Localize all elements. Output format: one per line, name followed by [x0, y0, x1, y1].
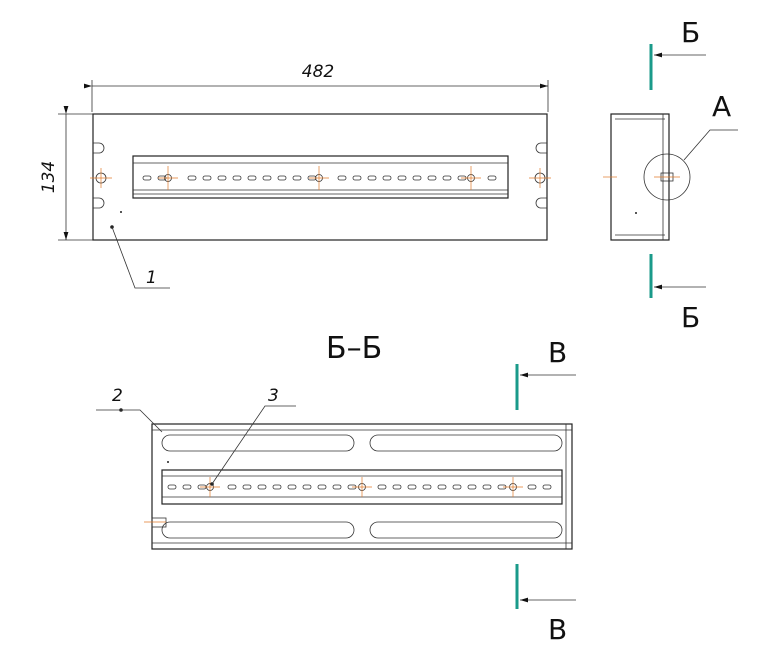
rail-perforation — [367, 175, 377, 181]
front-view: 482 134 — [39, 62, 551, 289]
rail-screw-2 — [309, 166, 329, 190]
base-plate-outline — [151, 423, 573, 550]
rail-perforation — [427, 175, 437, 181]
rail-perforation — [412, 175, 422, 181]
section-view: Б–Б В В — [96, 331, 576, 645]
rail-perforation — [262, 175, 272, 181]
rail-perforation — [247, 175, 257, 181]
section-v-bottom-label: В — [548, 613, 567, 645]
rail-perforation — [272, 484, 282, 490]
slot-top-left — [161, 434, 355, 452]
slot-top-right — [369, 434, 563, 452]
section-b-top-label: Б — [681, 16, 700, 49]
rail-perforation — [277, 175, 287, 181]
rail-perforation — [377, 484, 387, 490]
rail-perforation — [542, 484, 552, 490]
rail-perforation — [167, 484, 177, 490]
width-dimension-label: 482 — [302, 62, 334, 82]
callout-3-label: 3 — [268, 386, 279, 406]
rail-perforation — [227, 484, 237, 490]
rail-perforation — [292, 175, 302, 181]
callout-1-leader — [111, 226, 170, 289]
rail-perforation — [257, 484, 267, 490]
slot-bottom-left — [161, 521, 355, 539]
section-title: Б–Б — [326, 331, 382, 366]
rail-perforation — [382, 175, 392, 181]
rail-perforation — [302, 484, 312, 490]
rail-perforation — [482, 484, 492, 490]
rail-perforation — [217, 175, 227, 181]
rail-perforation — [202, 175, 212, 181]
rail-perforation — [182, 484, 192, 490]
rail-perforation — [467, 484, 477, 490]
section-b-bottom-label: Б — [681, 301, 700, 334]
rail-perforation — [287, 484, 297, 490]
side-view: А Б Б — [603, 16, 738, 334]
rail-perforation — [487, 175, 497, 181]
callout-3-leader — [211, 405, 296, 485]
rail-perforation — [352, 175, 362, 181]
rail-perforation — [142, 175, 152, 181]
slot-bottom-right — [369, 521, 563, 539]
din-rail-front — [132, 155, 509, 199]
rail-perforation — [187, 175, 197, 181]
din-rail-section — [161, 469, 563, 505]
rail-perforation — [397, 175, 407, 181]
rail-screw-1 — [158, 166, 178, 190]
rail-perforation — [332, 484, 342, 490]
section-screw-3 — [503, 477, 523, 497]
rail-perforation — [452, 484, 462, 490]
rail-perforation — [337, 175, 347, 181]
rail-perforation — [422, 484, 432, 490]
rail-screw-3 — [461, 166, 481, 190]
section-screw-2 — [352, 477, 372, 497]
callout-1-label: 1 — [146, 268, 157, 288]
rail-perforation — [442, 175, 452, 181]
rail-perforation — [242, 484, 252, 490]
section-screw-1 — [200, 477, 220, 497]
height-dimension-label: 134 — [39, 161, 59, 193]
front-panel-outline — [92, 113, 548, 241]
rail-perforation — [392, 484, 402, 490]
section-v-top-label: В — [548, 336, 567, 369]
detail-a-circle — [643, 153, 691, 201]
rail-perforation — [437, 484, 447, 490]
detail-a-label: А — [712, 90, 731, 123]
callout-2-leader — [96, 409, 163, 433]
rail-perforation — [317, 484, 327, 490]
rail-perforation — [407, 484, 417, 490]
rail-perforation — [527, 484, 537, 490]
callout-2-label: 2 — [112, 386, 123, 406]
detail-a-leader — [683, 129, 738, 161]
rail-perforation — [232, 175, 242, 181]
side-tab — [151, 517, 167, 528]
